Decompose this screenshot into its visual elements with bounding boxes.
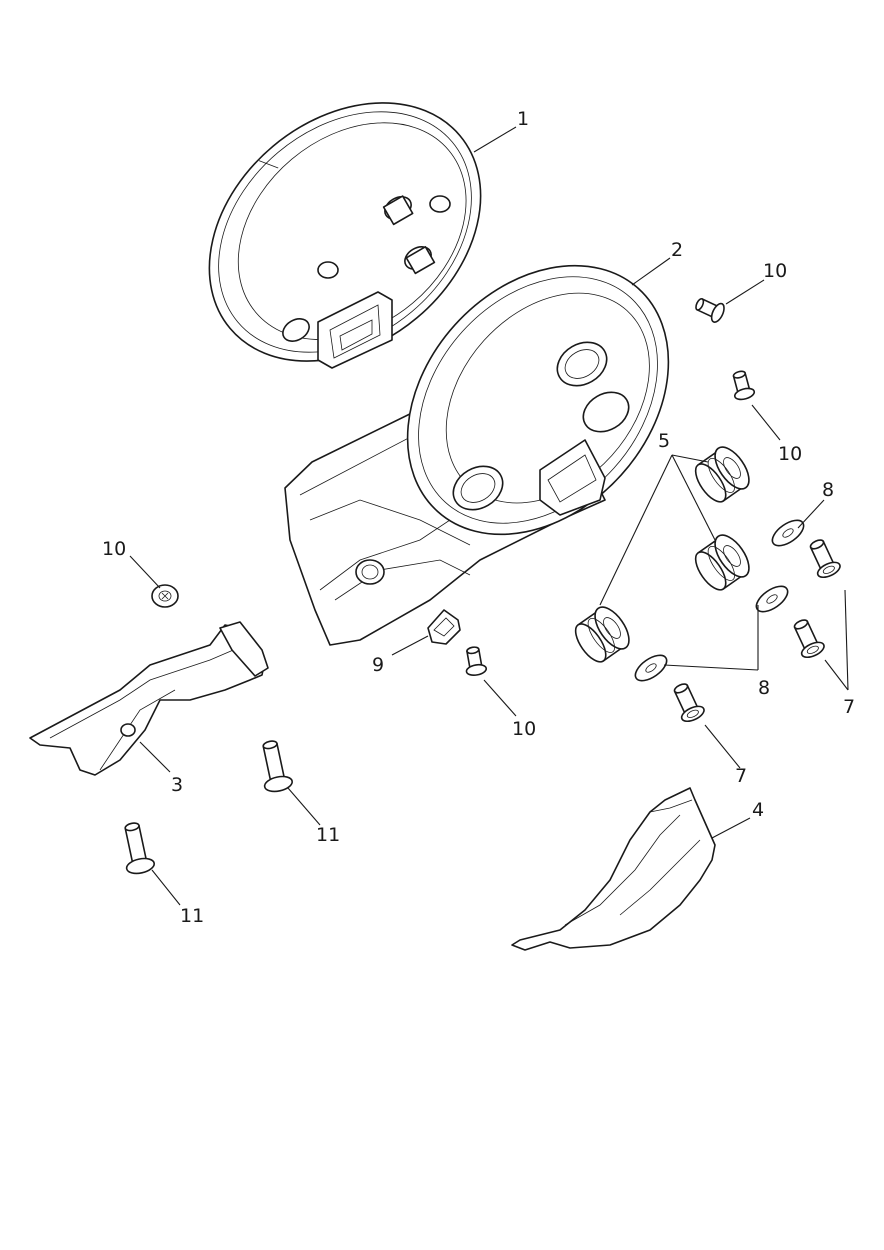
callout-11-lower: 11	[180, 905, 204, 927]
screw-11-upper	[262, 740, 293, 793]
washer-middle	[755, 585, 789, 613]
part-2-mounting-bracket	[284, 264, 670, 646]
grommet-middle	[694, 534, 750, 591]
callout-2: 2	[671, 239, 683, 261]
callout-11-upper: 11	[316, 824, 340, 846]
washer-bottom	[634, 654, 668, 682]
part-3-mounting-plate	[29, 621, 269, 776]
callout-10-left: 10	[102, 538, 126, 560]
callout-7-right: 7	[843, 696, 855, 718]
screw-10-top	[695, 298, 725, 323]
part-7-screws	[673, 539, 841, 723]
callout-4: 4	[752, 799, 764, 821]
washer-top	[771, 519, 805, 547]
callout-1: 1	[517, 108, 529, 130]
screw-11-lower	[124, 822, 155, 875]
callout-10-right: 10	[778, 443, 802, 465]
callout-labels: 1 2 10 10 5 8 10 9 8 7 10 3 7 4 11 11	[102, 108, 855, 927]
part-5-grommets	[574, 446, 750, 663]
part-1-instrument-housing	[208, 102, 482, 369]
screw-10-right	[732, 370, 756, 401]
screw-7-lower	[673, 683, 705, 723]
callout-9: 9	[372, 654, 384, 676]
callout-5: 5	[658, 430, 670, 452]
callout-10-center: 10	[512, 718, 536, 740]
part-4-lower-cover	[511, 787, 716, 951]
part-9-clip-nut	[427, 609, 461, 645]
callout-3: 3	[171, 774, 183, 796]
grommet-top	[694, 446, 750, 503]
part-11-screws	[124, 740, 293, 875]
callout-7-lower: 7	[735, 765, 747, 787]
part-10-screws	[151, 298, 756, 676]
screw-7-middle	[793, 619, 825, 659]
screw-10-center	[465, 646, 488, 676]
callout-8-top: 8	[822, 479, 834, 501]
leader-lines	[129, 126, 849, 906]
grommet-bottom	[574, 606, 630, 663]
callout-10-top: 10	[763, 260, 787, 282]
screw-7-upper	[809, 539, 841, 579]
callout-8-bottom: 8	[758, 677, 770, 699]
screw-10-left	[151, 584, 179, 608]
